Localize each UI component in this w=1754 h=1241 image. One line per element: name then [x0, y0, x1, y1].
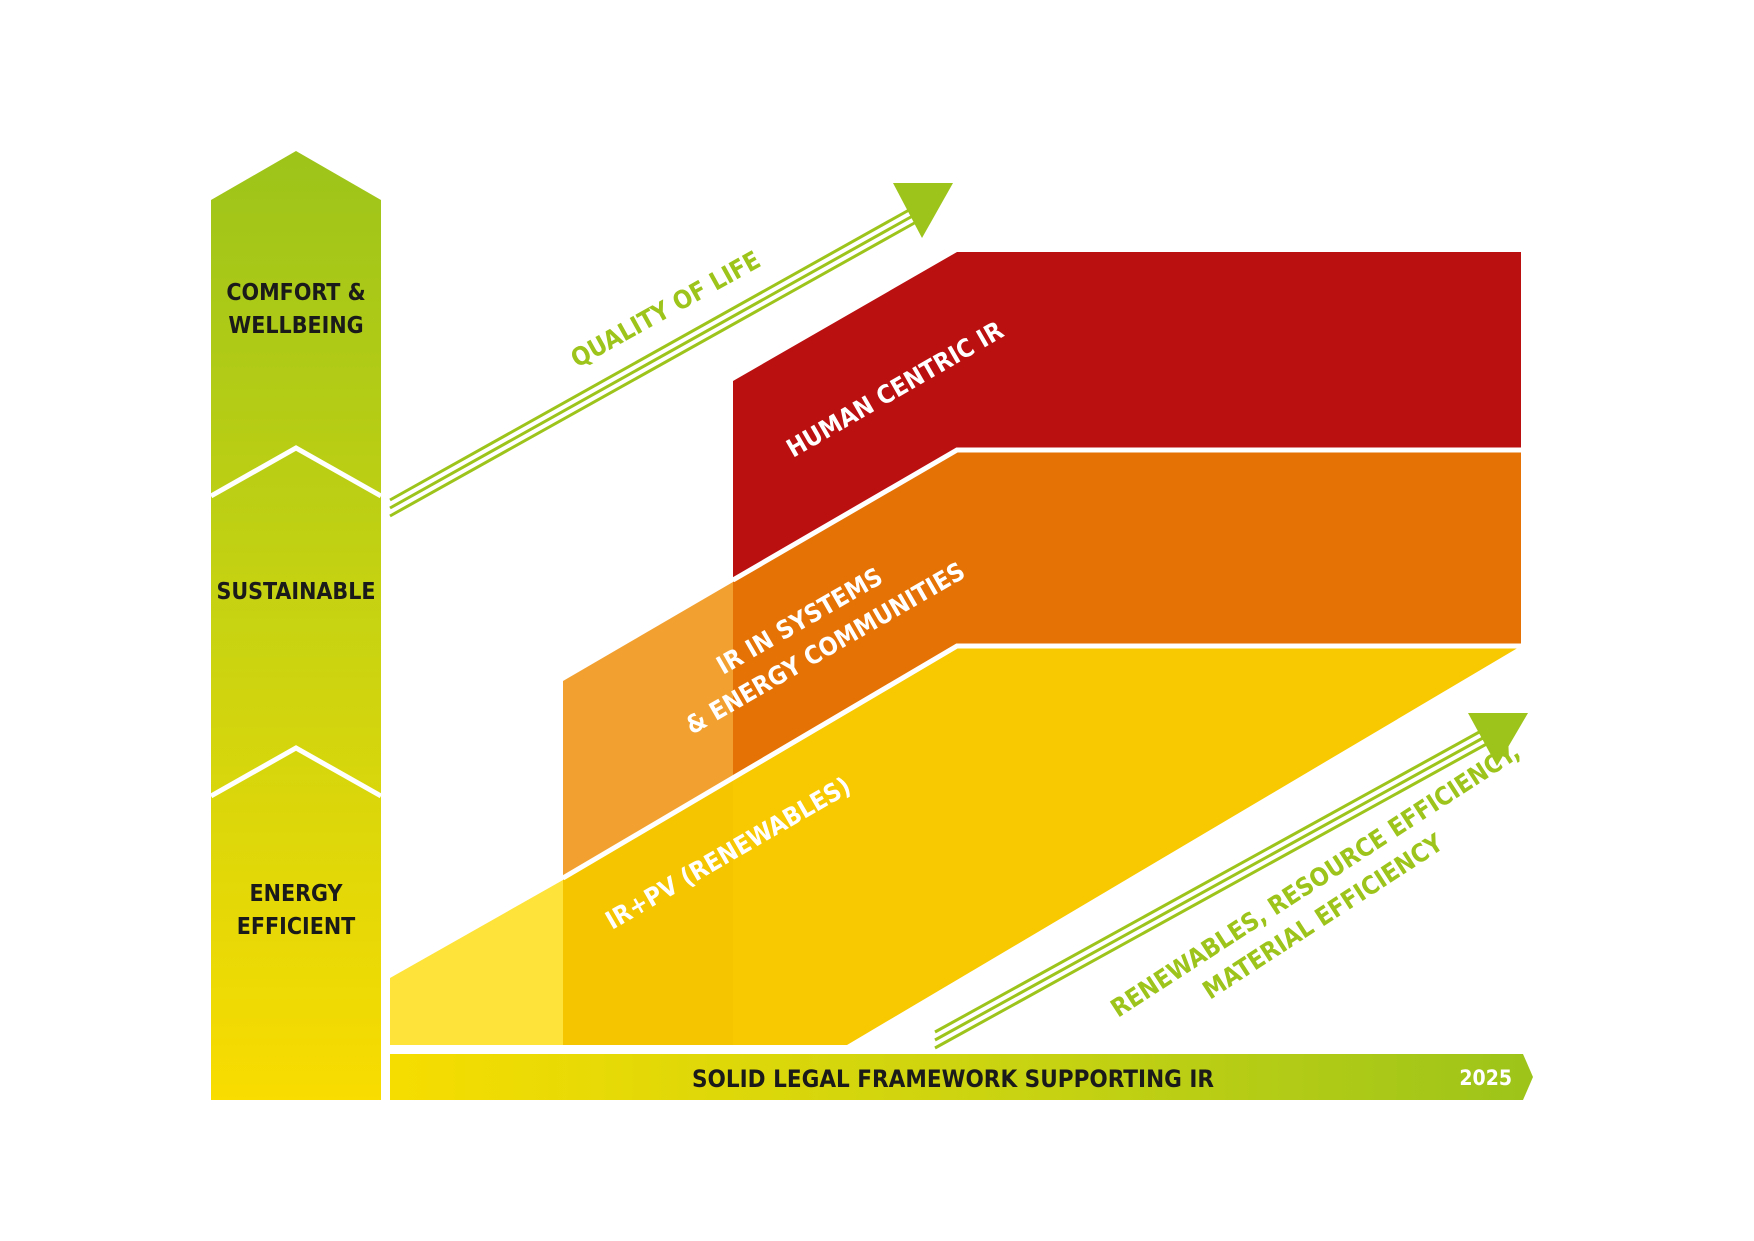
pillar-top-label-line1: COMFORT &	[226, 280, 365, 306]
layer-bottom-overlap	[563, 780, 733, 1045]
pillar-divider-upper	[209, 445, 383, 499]
pillar-bottom-label-line2: EFFICIENT	[237, 914, 356, 940]
pillar-top-label-line2: WELLBEING	[228, 313, 363, 339]
layer-bottom-light	[390, 880, 563, 1045]
layer-top	[733, 252, 1521, 578]
pillar: COMFORT & WELLBEING SUSTAINABLE ENERGY E…	[209, 151, 383, 1100]
separator-top	[731, 447, 1521, 583]
base-bar-arrow-shape	[390, 1054, 1533, 1100]
pillar-arrow-shape	[211, 151, 381, 1100]
base-bar: SOLID LEGAL FRAMEWORK SUPPORTING IR 2025	[390, 1054, 1533, 1100]
layers: HUMAN CENTRIC IR IR IN SYSTEMS & ENERGY …	[390, 252, 1521, 1045]
layer-bottom	[563, 646, 1521, 1045]
layer-middle-light	[563, 582, 733, 876]
layer-middle	[733, 452, 1521, 776]
renewables-arrow-head-icon	[1468, 713, 1528, 766]
pillar-middle-label: SUSTAINABLE	[216, 579, 375, 605]
base-bar-label: SOLID LEGAL FRAMEWORK SUPPORTING IR	[692, 1065, 1214, 1093]
quality-arrow-head-icon	[893, 183, 953, 238]
base-bar-year: 2025	[1459, 1066, 1512, 1090]
pillar-divider-lower	[209, 745, 383, 799]
pillar-bottom-label-line1: ENERGY	[250, 881, 344, 907]
separator-middle	[561, 643, 1521, 881]
